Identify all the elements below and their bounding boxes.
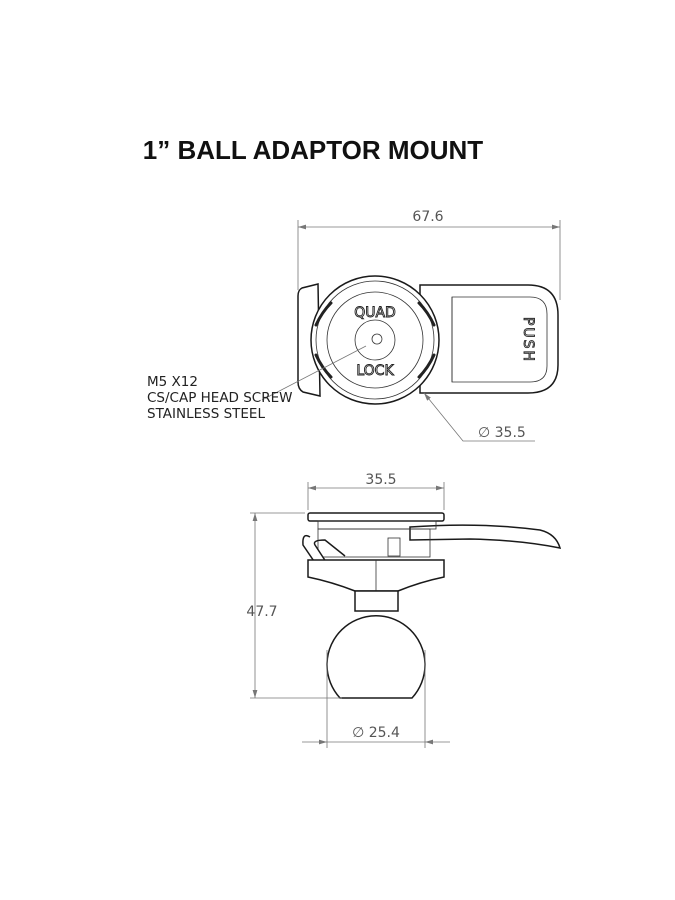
logo-quad: QUAD [354, 305, 396, 321]
logo-lock: LOCK [356, 363, 394, 379]
width-value-35-5: 35.5 [365, 472, 396, 488]
width-dimension-top: 67.6 [297, 209, 561, 300]
push-label: PUSH [520, 317, 536, 363]
top-plate [307, 512, 445, 522]
ball-neck [354, 590, 399, 612]
ball [326, 615, 426, 699]
top-view: 67.6 PUSH QUAD LOCK M5 X12 CS/CAP HEAD S… [147, 209, 561, 442]
left-clip [297, 283, 321, 397]
diameter-dimension-top: ∅ 35.5 [423, 392, 535, 442]
width-dimension-side: 35.5 [307, 472, 445, 510]
screw-note-line-3: STAINLESS STEEL [147, 406, 265, 422]
push-tab [419, 284, 559, 394]
lock-head [310, 275, 440, 405]
height-value-47-7: 47.7 [246, 604, 277, 620]
ball-diameter-value-25-4: ∅ 25.4 [352, 725, 400, 741]
side-view: 35.5 47.7 ∅ 25.4 [246, 472, 562, 748]
ball-diameter-dimension: ∅ 25.4 [302, 650, 450, 748]
release-lever [409, 524, 562, 549]
screw-note-line-1: M5 X12 [147, 374, 198, 390]
width-value-67-6: 67.6 [412, 209, 443, 225]
diameter-value-35-5: ∅ 35.5 [478, 425, 526, 441]
screw-note-line-2: CS/CAP HEAD SCREW [147, 390, 293, 406]
screw-head [354, 319, 396, 361]
screw-leader-line [261, 345, 367, 401]
drawing-title: 1” BALL ADAPTOR MOUNT [143, 135, 484, 165]
height-dimension: 47.7 [246, 512, 342, 699]
